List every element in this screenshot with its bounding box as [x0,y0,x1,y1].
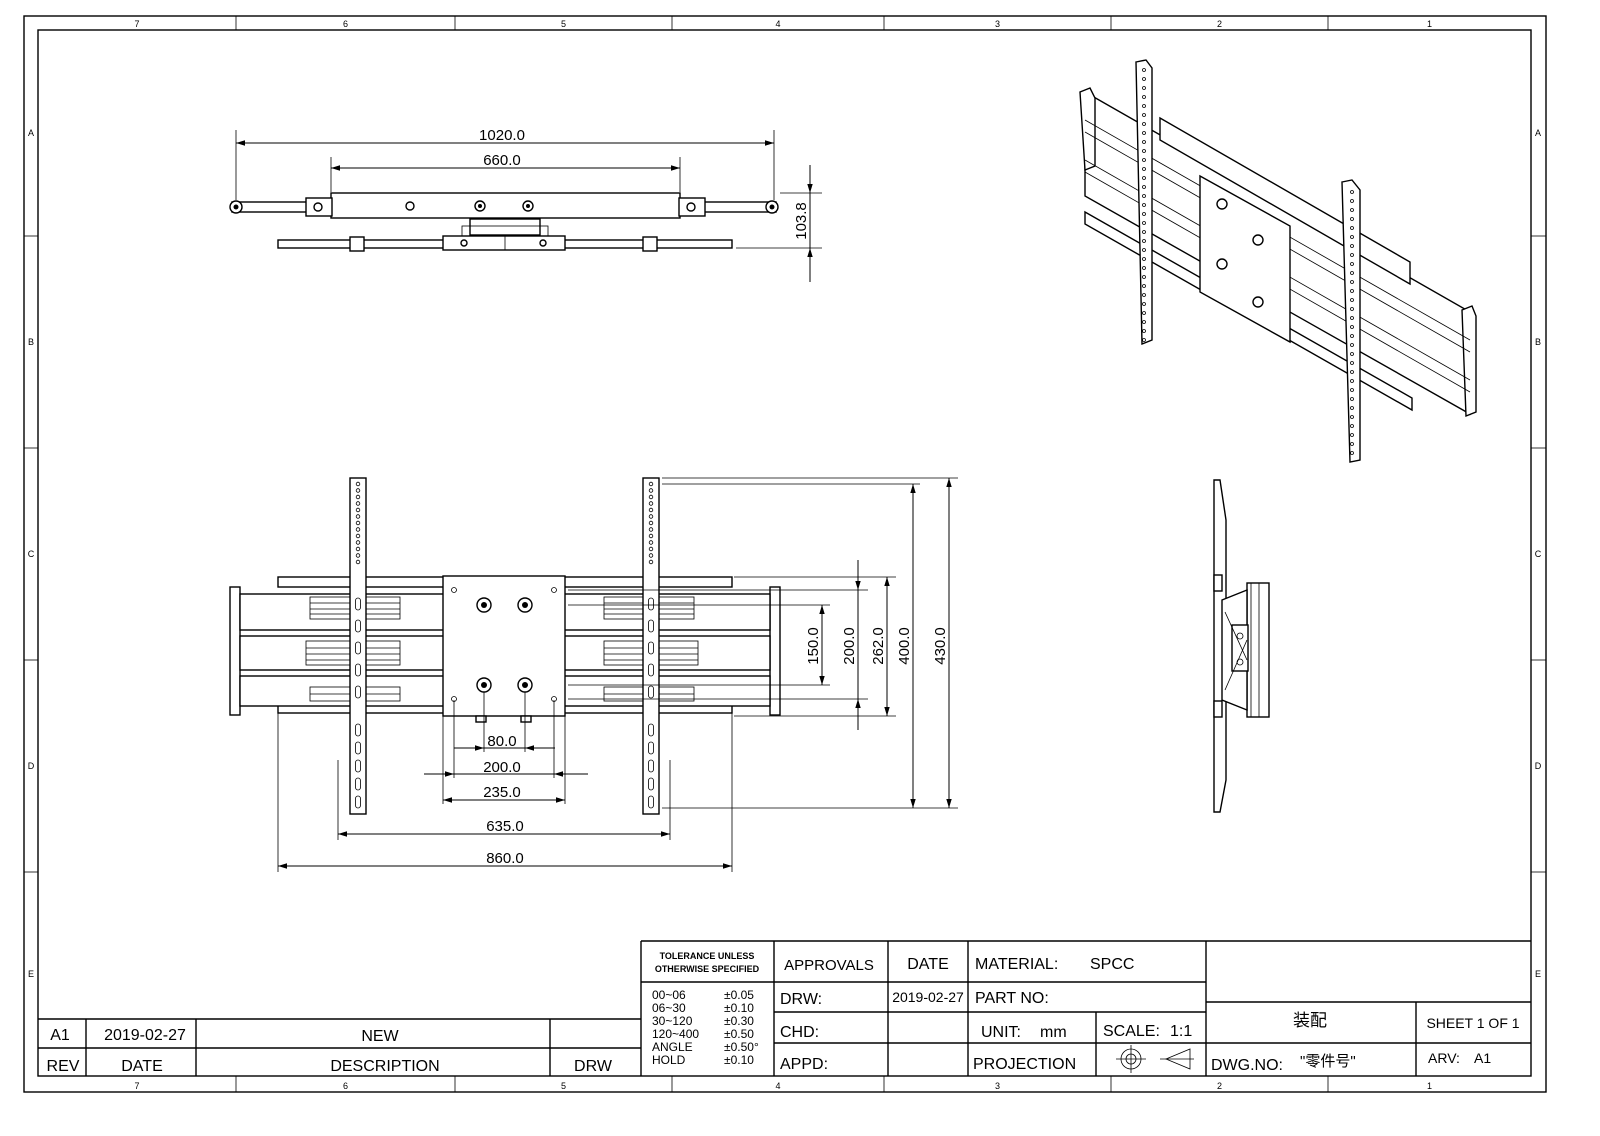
dim-front-150: 150.0 [805,627,822,665]
chd-label: CHD: [780,1024,819,1041]
part-name: 装配 [1293,1011,1327,1030]
row-zone-label: E [28,969,34,979]
revision-rev: A1 [50,1027,70,1044]
column-zone-label: 6 [343,1081,348,1091]
tolerance-header-line2: OTHERWISE SPECIFIED [655,964,760,974]
dim-top-inner: 660.0 [483,152,521,169]
tolerance-value: ±0.30 [724,1014,754,1028]
approvals-label: APPROVALS [784,957,874,974]
tolerance-value: ±0.10 [724,1053,754,1067]
tolerance-range: ANGLE [652,1040,693,1054]
revision-header-description: DESCRIPTION [330,1058,439,1075]
part-no-label: PART NO: [975,990,1049,1007]
date-label: DATE [907,956,948,973]
column-zone-label: 5 [561,19,566,29]
dim-front-200-horizontal: 200.0 [483,759,521,776]
drw-date: 2019-02-27 [892,989,964,1005]
tolerance-table: 00~06 ±0.05 06~30 ±0.10 30~120 ±0.30 120~400 ±0… [652,988,759,1067]
column-zone-label: 2 [1217,1081,1222,1091]
column-zone-label: 1 [1427,1081,1432,1091]
projection-label: PROJECTION [973,1056,1076,1073]
tolerance-range: 30~120 [652,1014,693,1028]
dim-front-262: 262.0 [870,627,887,665]
column-zone-label: 4 [775,19,780,29]
dim-front-235: 235.0 [483,784,521,801]
dim-front-400: 400.0 [896,627,913,665]
row-zone-label: D [1535,761,1542,771]
dim-front-635: 635.0 [486,818,524,835]
row-zone-label: C [28,549,35,559]
column-zone-label: 5 [561,1081,566,1091]
row-zone-ticks: A A B B C C D D E E [24,128,1546,979]
row-zone-label: B [1535,337,1541,347]
revision-date: 2019-02-27 [104,1027,186,1044]
column-zone-label: 7 [134,1081,139,1091]
dim-front-860: 860.0 [486,850,524,867]
title-block: TOLERANCE UNLESS OTHERWISE SPECIFIED 00~… [38,940,1531,1076]
revision-description: NEW [361,1028,399,1045]
material-label: MATERIAL: [975,956,1058,973]
sheet-number: SHEET 1 OF 1 [1426,1015,1519,1031]
unit-label: UNIT: [981,1024,1021,1041]
dim-front-80: 80.0 [487,733,516,750]
front-view [229,477,781,815]
top-view [229,192,779,252]
appd-label: APPD: [780,1056,828,1073]
column-zone-label: 2 [1217,19,1222,29]
side-view [1213,479,1270,813]
row-zone-label: A [28,128,34,138]
tolerance-range: 00~06 [652,988,686,1002]
dim-front-430: 430.0 [932,627,949,665]
isometric-rail-holes [1142,68,1354,455]
row-zone-label: E [1535,969,1541,979]
top-view-dimensions: 1020.0 660.0 103.8 [235,127,822,282]
arv-value: A1 [1474,1050,1491,1066]
column-zone-label: 3 [995,19,1000,29]
column-zone-label: 6 [343,19,348,29]
material-value: SPCC [1090,956,1134,973]
arv-label: ARV: [1428,1050,1460,1066]
column-zone-label: 4 [775,1081,780,1091]
dwg-no-label: DWG.NO: [1211,1057,1283,1074]
column-zone-ticks: 7 7 6 6 5 5 4 4 3 3 2 2 1 1 [134,16,1432,1092]
row-zone-label: C [1535,549,1542,559]
tolerance-value: ±0.10 [724,1001,754,1015]
row-zone-label: D [28,761,35,771]
tolerance-range: 120~400 [652,1027,699,1041]
projection-symbol-icon [1116,1045,1194,1073]
tolerance-value: ±0.05 [724,988,754,1002]
row-zone-label: B [28,337,34,347]
dwg-no-value: "零件号" [1300,1053,1356,1070]
revision-header-date: DATE [121,1058,162,1075]
column-zone-label: 1 [1427,19,1432,29]
drw-label: DRW: [780,991,822,1008]
tolerance-value: ±0.50 [724,1027,754,1041]
dim-top-overall: 1020.0 [479,127,525,144]
front-view-dimensions: 80.0 200.0 235.0 635.0 860.0 150.0 200.0… [277,477,958,872]
column-zone-label: 7 [134,19,139,29]
scale-label: SCALE: [1103,1023,1160,1040]
dim-front-200-vertical: 200.0 [841,627,858,665]
sheet-frame: 7 7 6 6 5 5 4 4 3 3 2 2 1 1 A A B B C C D D E E [23,15,1547,1093]
revision-header-drw: DRW [574,1058,613,1075]
tolerance-header-line1: TOLERANCE UNLESS [660,951,755,961]
column-zone-label: 3 [995,1081,1000,1091]
row-zone-label: A [1535,128,1541,138]
scale-value: 1:1 [1170,1023,1192,1040]
dim-top-depth: 103.8 [793,202,810,240]
tolerance-range: 06~30 [652,1001,686,1015]
isometric-view [1079,59,1477,463]
tolerance-range: HOLD [652,1053,686,1067]
unit-value: mm [1040,1024,1067,1041]
revision-header-rev: REV [47,1058,80,1075]
rail-holes [355,481,654,809]
tolerance-value: ±0.50° [724,1040,759,1054]
